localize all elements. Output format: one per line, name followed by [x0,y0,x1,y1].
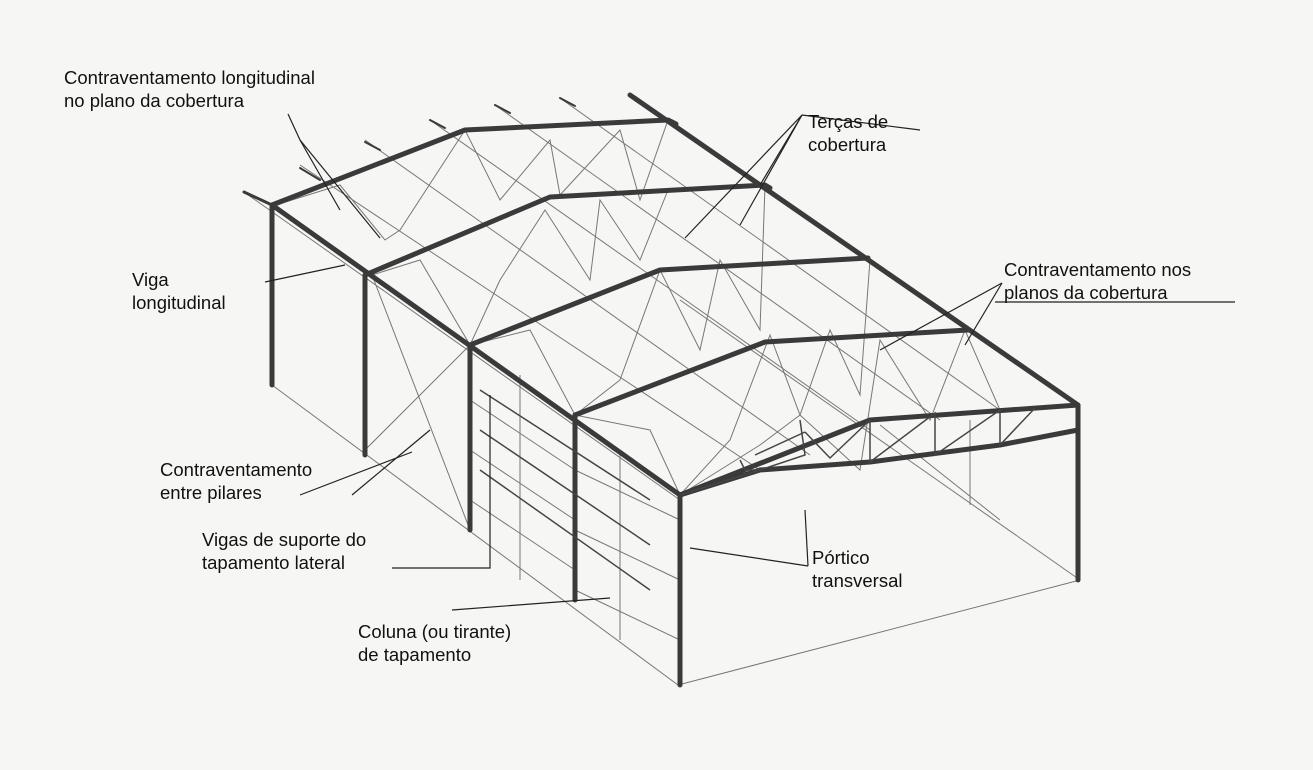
label-portico: Pórtico transversal [812,547,903,591]
label-tercas: Terças de cobertura [808,111,889,155]
label-contraventamento-planos: Contraventamento nos planos da cobertura [1004,259,1192,303]
purlin-stubs [242,97,576,207]
portico-frames [269,117,1081,688]
label-contraventamento-pilares: Contraventamento entre pilares [160,459,313,503]
side-girts [479,389,651,591]
leader-lines [264,113,1235,611]
label-contraventamento-longitudinal: Contraventamento longitudinal no plano d… [64,67,315,111]
eaves-beams [269,92,1081,498]
truss-webs [679,407,1036,496]
label-vigas-suporte: Vigas de suporte do tapamento lateral [202,529,367,573]
roof-bracing [275,119,1079,641]
label-viga-longitudinal: Viga longitudinal [132,269,226,313]
label-coluna-tapamento: Coluna (ou tirante) de tapamento [358,621,512,665]
roof-purlins [243,97,1001,501]
